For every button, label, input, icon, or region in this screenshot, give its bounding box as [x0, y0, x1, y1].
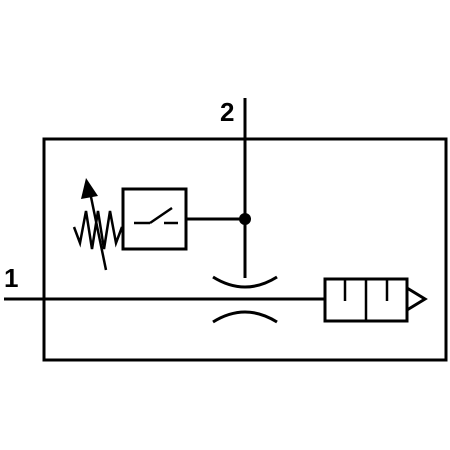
adjustable-spring-icon	[72, 178, 124, 271]
silencer-icon	[323, 277, 428, 323]
switch-contact-icon	[134, 206, 178, 225]
pressure-switch-box	[121, 187, 188, 251]
port-2-label: 2	[220, 97, 234, 127]
port-1-label: 1	[4, 263, 18, 293]
restrictor-upper-arc	[212, 275, 278, 289]
restrictor-lower-arc	[212, 310, 278, 324]
